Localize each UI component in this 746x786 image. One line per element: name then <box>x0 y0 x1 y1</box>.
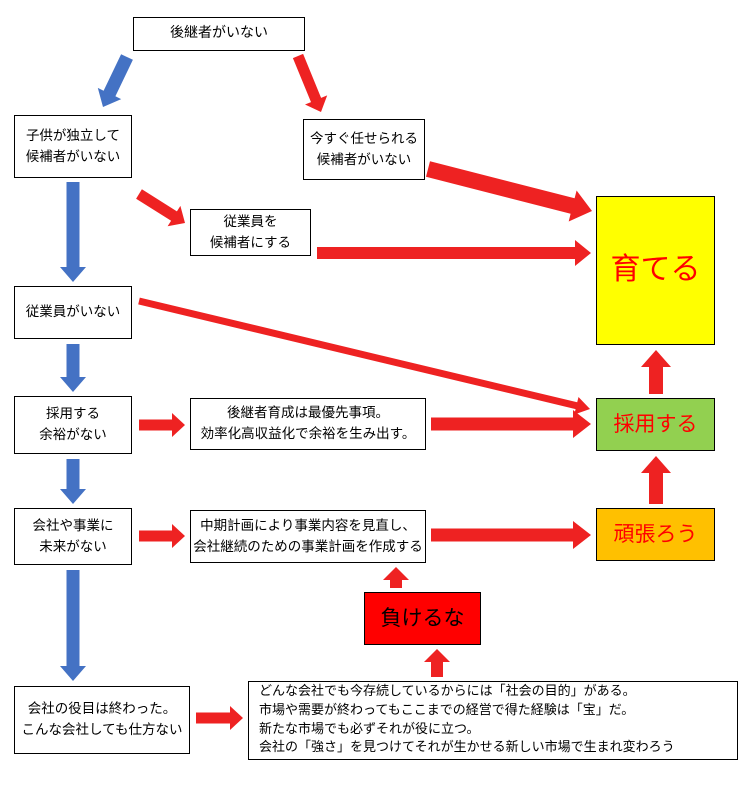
node-no-future: 会社や事業に 未来がない <box>14 508 132 565</box>
arrow-makeruna-to-midterm_plan <box>383 567 409 588</box>
arrow-no_hiring_capacity-to-training_priority <box>139 413 185 437</box>
node-social-purpose: どんな会社でも今存続しているからには「社会の目的」がある。 市場や需要が終わって… <box>248 681 738 760</box>
arrow-no_employees-to-saiyou <box>138 297 590 415</box>
arrow-midterm_plan-to-ganbarou <box>431 521 591 549</box>
node-no-ready-candidate: 今すぐ任せられる 候補者がいない <box>303 119 425 180</box>
node-makeruna-goal: 負けるな <box>364 592 481 645</box>
node-saiyou-goal: 採用する <box>596 398 715 451</box>
arrow-no_successor-to-no_ready_candidate <box>292 53 328 112</box>
arrow-training_priority-to-saiyou <box>431 410 591 438</box>
arrow-social_purpose-to-makeruna <box>424 649 450 677</box>
arrow-saiyou-to-sodateru <box>641 350 671 394</box>
arrow-company_role_over-to-social_purpose <box>196 706 243 730</box>
arrow-child_independent-to-employee_candidate <box>136 189 185 227</box>
node-company-role-over: 会社の役目は終わった。 こんな会社しても仕方ない <box>14 686 190 754</box>
arrow-no_hiring_capacity-to-no_future <box>60 459 86 504</box>
node-child-independent: 子供が独立して 候補者がいない <box>14 115 132 178</box>
arrow-employee_candidate-to-sodateru <box>317 240 591 266</box>
node-no-hiring-capacity: 採用する 余裕がない <box>14 396 132 454</box>
node-ganbarou-goal: 頑張ろう <box>596 508 715 561</box>
arrow-no_future-to-midterm_plan <box>139 524 185 548</box>
node-no-employees: 従業員がいない <box>14 286 132 339</box>
arrow-no_ready_candidate-to-sodateru <box>426 161 592 222</box>
node-training-priority: 後継者育成は最優先事項。 効率化高収益化で余裕を生み出す。 <box>190 398 426 450</box>
arrow-ganbarou-to-saiyou <box>641 456 671 504</box>
arrow-no_successor-to-child_independent <box>97 54 133 107</box>
arrow-child_independent-to-no_employees <box>60 182 86 282</box>
node-no-successor: 後継者がいない <box>133 17 305 51</box>
arrow-no_future-to-company_role_over <box>60 570 86 681</box>
node-employee-candidate: 従業員を 候補者にする <box>190 209 311 256</box>
node-sodateru-goal: 育てる <box>596 196 715 345</box>
arrow-no_employees-to-no_hiring_capacity <box>60 344 86 392</box>
node-midterm-plan: 中期計画により事業内容を見直し、 会社継続のための事業計画を作成する <box>190 510 426 563</box>
